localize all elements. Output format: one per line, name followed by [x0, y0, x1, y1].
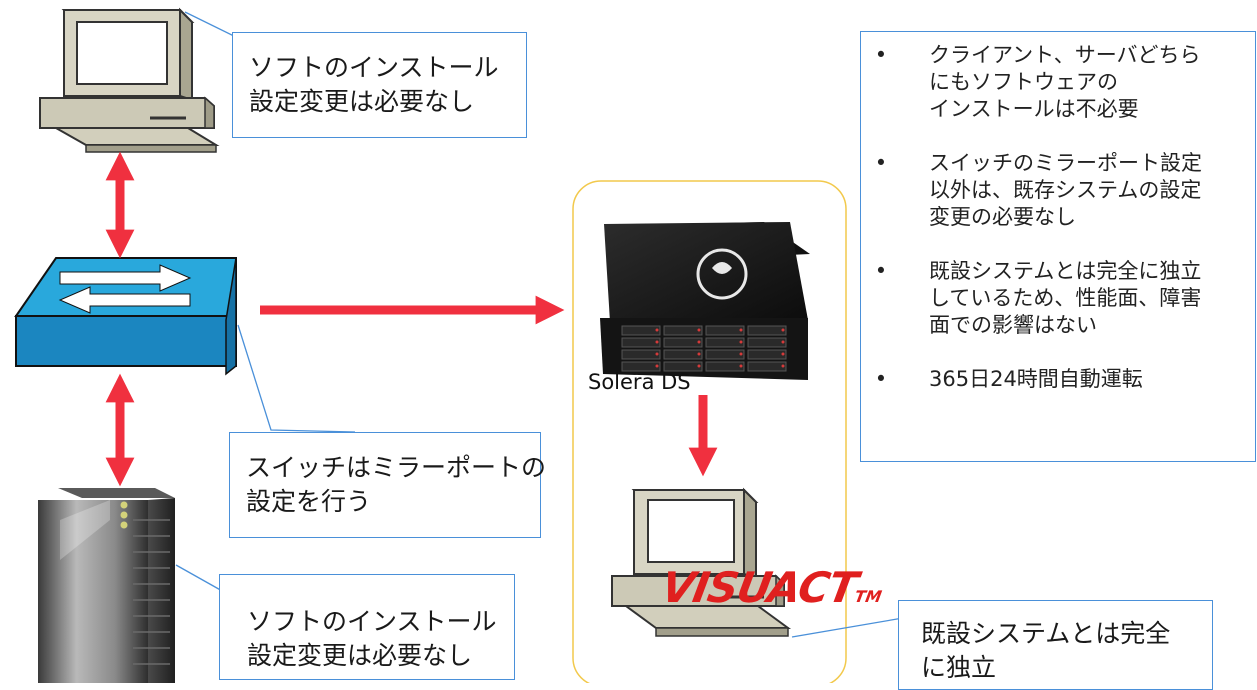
callout-line: ソフトのインストール — [249, 53, 499, 82]
bullet-line: スイッチのミラーポート設定 — [929, 151, 1202, 175]
visuact-computer-icon — [611, 487, 792, 637]
visuact-logo-text: VISUACT — [657, 563, 861, 612]
callout-line: スイッチはミラーポートの — [246, 453, 547, 482]
callout-client: ソフトのインストール 設定変更は必要なし — [232, 32, 527, 138]
callout-visuact: 既設システムとは完全 に独立 — [898, 600, 1213, 690]
info-bullet-item: • スイッチのミラーポート設定 以外は、既存システムの設定 変更の必要なし — [871, 150, 1255, 231]
info-bullet-list: • クライアント、サーバどちら にもソフトウェアの インストールは不必要 • ス… — [871, 42, 1255, 393]
callout-server: ソフトのインストール 設定変更は必要なし — [219, 574, 515, 680]
callout-line: 既設システムとは完全 — [921, 619, 1171, 648]
visuact-tm-mark: TM — [853, 587, 884, 606]
network-switch-icon — [14, 257, 237, 376]
bullet-line: 365日24時間自動運転 — [929, 367, 1143, 391]
client-computer-icon — [39, 7, 220, 153]
callout-line: 設定変更は必要なし — [249, 87, 475, 116]
bullet-symbol: • — [874, 151, 888, 175]
info-bullet-item: • クライアント、サーバどちら にもソフトウェアの インストールは不必要 — [871, 42, 1255, 123]
bullet-line: にもソフトウェアの — [929, 70, 1118, 94]
bullet-line: 以外は、既存システムの設定 — [929, 178, 1202, 202]
bullet-symbol: • — [874, 43, 888, 67]
bullet-symbol: • — [874, 259, 888, 283]
info-bullet-item: • 365日24時間自動運転 — [871, 366, 1255, 393]
connection-arrows — [105, 151, 718, 487]
bullet-line: 既設システムとは完全に独立 — [929, 259, 1202, 283]
callout-line: 設定変更は必要なし — [247, 641, 473, 670]
callout-line: に独立 — [921, 653, 997, 682]
bullet-symbol: • — [874, 367, 888, 391]
visuact-logo: VISUACTTM — [658, 563, 888, 612]
solera-group-box — [572, 180, 847, 683]
callout-line: 設定を行う — [246, 487, 372, 516]
bullet-line: インストールは不必要 — [929, 97, 1139, 121]
bullet-line: クライアント、サーバどちら — [929, 43, 1201, 67]
bullet-line: 変更の必要なし — [929, 205, 1076, 229]
solera-label: Solera DS — [588, 370, 691, 394]
callout-switch: スイッチはミラーポートの 設定を行う — [229, 432, 547, 538]
bullet-line: 面での影響はない — [929, 313, 1097, 337]
callout-line: ソフトのインストール — [247, 607, 497, 636]
info-bullet-item: • 既設システムとは完全に独立 しているため、性能面、障害 面での影響はない — [871, 258, 1255, 339]
info-box: • クライアント、サーバどちら にもソフトウェアの インストールは不必要 • ス… — [860, 31, 1256, 462]
bullet-line: しているため、性能面、障害 — [929, 286, 1202, 310]
server-tower-icon — [38, 488, 175, 683]
solera-appliance-icon — [600, 222, 810, 380]
